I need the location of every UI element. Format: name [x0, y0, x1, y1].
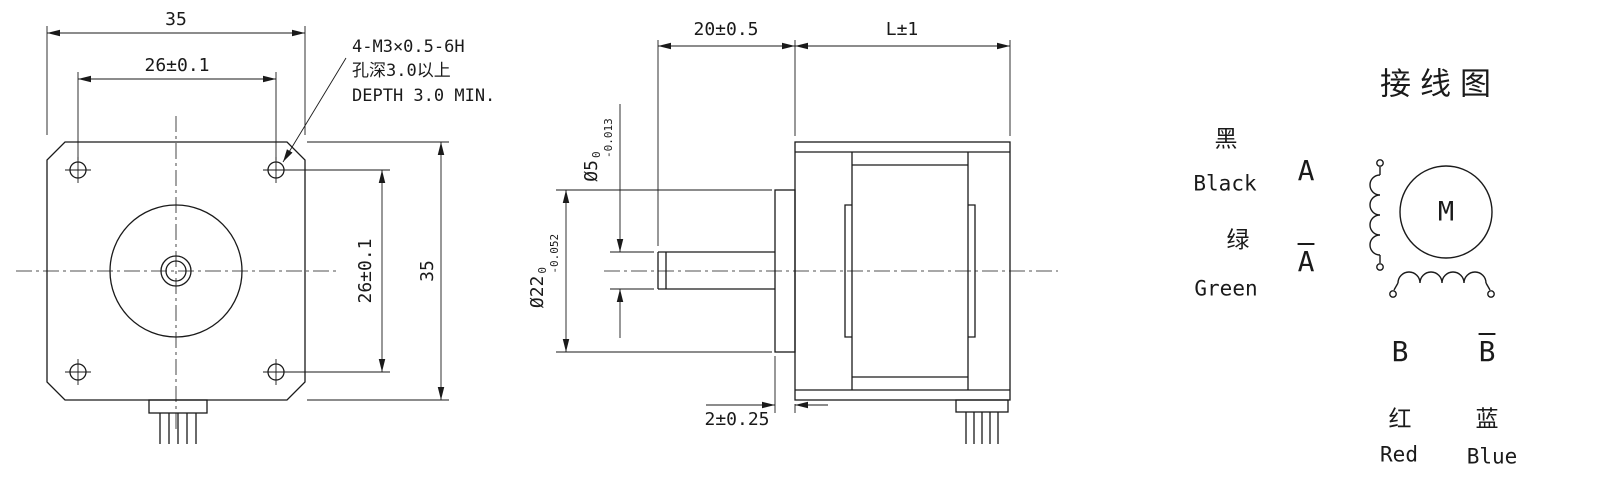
motor-face-outline	[46, 141, 306, 401]
front-view	[16, 26, 449, 444]
tolerance-lower: -0.052	[548, 233, 561, 274]
dim-front-width: 35	[165, 9, 187, 30]
dim-boss-depth: 2±0.25	[704, 409, 770, 430]
lead-a-cn: 黑	[1214, 126, 1238, 153]
mounting-holes	[65, 157, 289, 385]
wiring-diagram-title: 接线图	[1380, 66, 1500, 103]
dim-boss-diameter-tolerance: 0-0.052	[536, 233, 561, 274]
dim-shaft-diameter-tolerance: 0-0.013	[590, 118, 615, 159]
lead-b-cn: 红	[1388, 406, 1412, 433]
dim-shaft-diameter-base: Ø5	[580, 160, 602, 182]
phase-a-label: A	[1297, 154, 1315, 187]
lead-a-en: Black	[1193, 171, 1257, 196]
hole-note-line2: 孔深3.0以上	[352, 61, 451, 81]
dim-shaft-length: 20±0.5	[693, 19, 759, 40]
hole-note-line3: DEPTH 3.0 MIN.	[352, 86, 496, 106]
terminal-a-bar	[1376, 263, 1384, 271]
lead-a-bar-en: Green	[1194, 276, 1258, 301]
side-view	[556, 40, 1058, 444]
wiring-diagram-symbols	[1369, 159, 1495, 298]
motor-symbol-label: M	[1437, 196, 1455, 228]
terminal-a	[1376, 159, 1384, 167]
phase-b-bar-label: B	[1478, 335, 1496, 368]
lead-a-bar-cn: 绿	[1226, 227, 1250, 254]
side-connector-pins	[955, 399, 1009, 444]
side-view-dimensions	[556, 40, 1011, 413]
lead-b-en: Red	[1380, 442, 1418, 467]
terminal-b	[1389, 290, 1397, 298]
dim-body-length: L±1	[885, 19, 919, 40]
hole-note-line1: 4-M3×0.5-6H	[352, 37, 465, 57]
lead-b-bar-cn: 蓝	[1475, 406, 1499, 433]
tolerance-lower: -0.013	[602, 118, 615, 159]
front-view-dimensions	[46, 26, 449, 401]
dim-boss-diameter-base: Ø22	[526, 275, 548, 309]
hole-note-leader	[282, 57, 347, 163]
motor-symbol-circle	[1399, 165, 1493, 259]
terminal-b-bar	[1487, 290, 1495, 298]
dim-front-hole-spacing-vertical: 26±0.1	[355, 238, 376, 304]
front-connector-pins	[148, 399, 208, 444]
dim-front-height: 35	[417, 260, 438, 282]
dim-front-hole-spacing: 26±0.1	[144, 55, 210, 76]
shaft	[657, 251, 775, 290]
lead-b-bar-en: Blue	[1466, 444, 1518, 469]
phase-a-bar-label: A	[1297, 245, 1315, 278]
phase-b-coil-symbol	[1389, 271, 1495, 298]
phase-a-coil-symbol	[1369, 159, 1384, 271]
phase-b-label: B	[1391, 335, 1409, 368]
